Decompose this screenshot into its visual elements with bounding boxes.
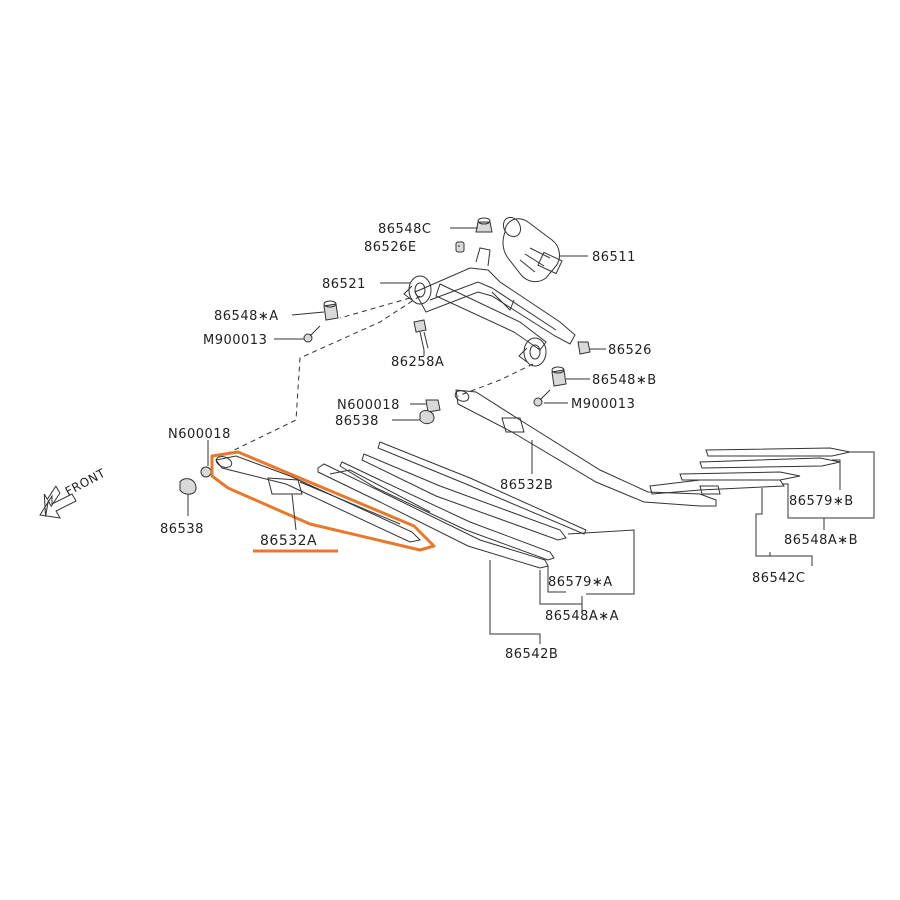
label-86579B-star: 86579∗B bbox=[789, 494, 854, 509]
label-86258A: 86258A bbox=[391, 355, 444, 370]
label-86521: 86521 bbox=[322, 277, 366, 292]
label-86526: 86526 bbox=[608, 343, 652, 358]
bolt-86258A[interactable] bbox=[413, 319, 429, 351]
cap-86538-left[interactable] bbox=[179, 478, 197, 495]
label-n600018-left: N600018 bbox=[168, 427, 231, 442]
assembly-dashed-lines bbox=[221, 295, 534, 457]
front-direction-arrow: FRONT bbox=[39, 466, 108, 519]
wiper-arm-86532B[interactable] bbox=[454, 389, 717, 507]
label-86579A-star: 86579∗A bbox=[548, 575, 613, 590]
cap-86526[interactable] bbox=[577, 341, 591, 355]
label-m900013-left: M900013 bbox=[203, 333, 267, 348]
label-86532B: 86532B bbox=[500, 478, 553, 493]
label-86542C: 86542C bbox=[752, 571, 805, 586]
highlight-outline bbox=[210, 450, 436, 552]
label-86538-left: 86538 bbox=[160, 522, 204, 537]
front-label: FRONT bbox=[63, 466, 108, 499]
nut-86548C[interactable] bbox=[475, 217, 493, 233]
label-86532A: 86532A bbox=[260, 533, 317, 549]
label-86526E: 86526E bbox=[364, 240, 417, 255]
cap-86526E[interactable] bbox=[455, 241, 465, 253]
wiper-blade-86542C[interactable] bbox=[649, 447, 851, 495]
nut-n600018-mid[interactable] bbox=[425, 399, 441, 413]
nut-86548A-star[interactable] bbox=[323, 300, 339, 321]
label-86538-mid: 86538 bbox=[335, 414, 379, 429]
wiper-arm-86532A[interactable] bbox=[210, 450, 436, 552]
bolt-m900013-left[interactable] bbox=[303, 325, 321, 343]
label-86548AB-star: 86548A∗B bbox=[784, 533, 858, 548]
label-86511: 86511 bbox=[592, 250, 636, 265]
label-n600018-mid: N600018 bbox=[337, 398, 400, 413]
nut-n600018-left[interactable] bbox=[200, 466, 212, 478]
leader-lines bbox=[187, 227, 875, 644]
wiper-linkage[interactable] bbox=[403, 247, 576, 367]
cap-86538-mid[interactable] bbox=[419, 410, 435, 425]
bolt-m900013-right[interactable] bbox=[533, 389, 551, 407]
label-86548A-star: 86548∗A bbox=[214, 309, 279, 324]
label-86548B-star: 86548∗B bbox=[592, 373, 657, 388]
label-86548C: 86548C bbox=[378, 222, 431, 237]
label-86548AA-star: 86548A∗A bbox=[545, 609, 619, 624]
label-86542B: 86542B bbox=[505, 647, 558, 662]
nut-86548B-star[interactable] bbox=[551, 366, 567, 387]
label-m900013-right: M900013 bbox=[571, 397, 635, 412]
wiper-motor[interactable] bbox=[500, 214, 563, 283]
wiper-blade-86542B[interactable] bbox=[317, 441, 587, 569]
